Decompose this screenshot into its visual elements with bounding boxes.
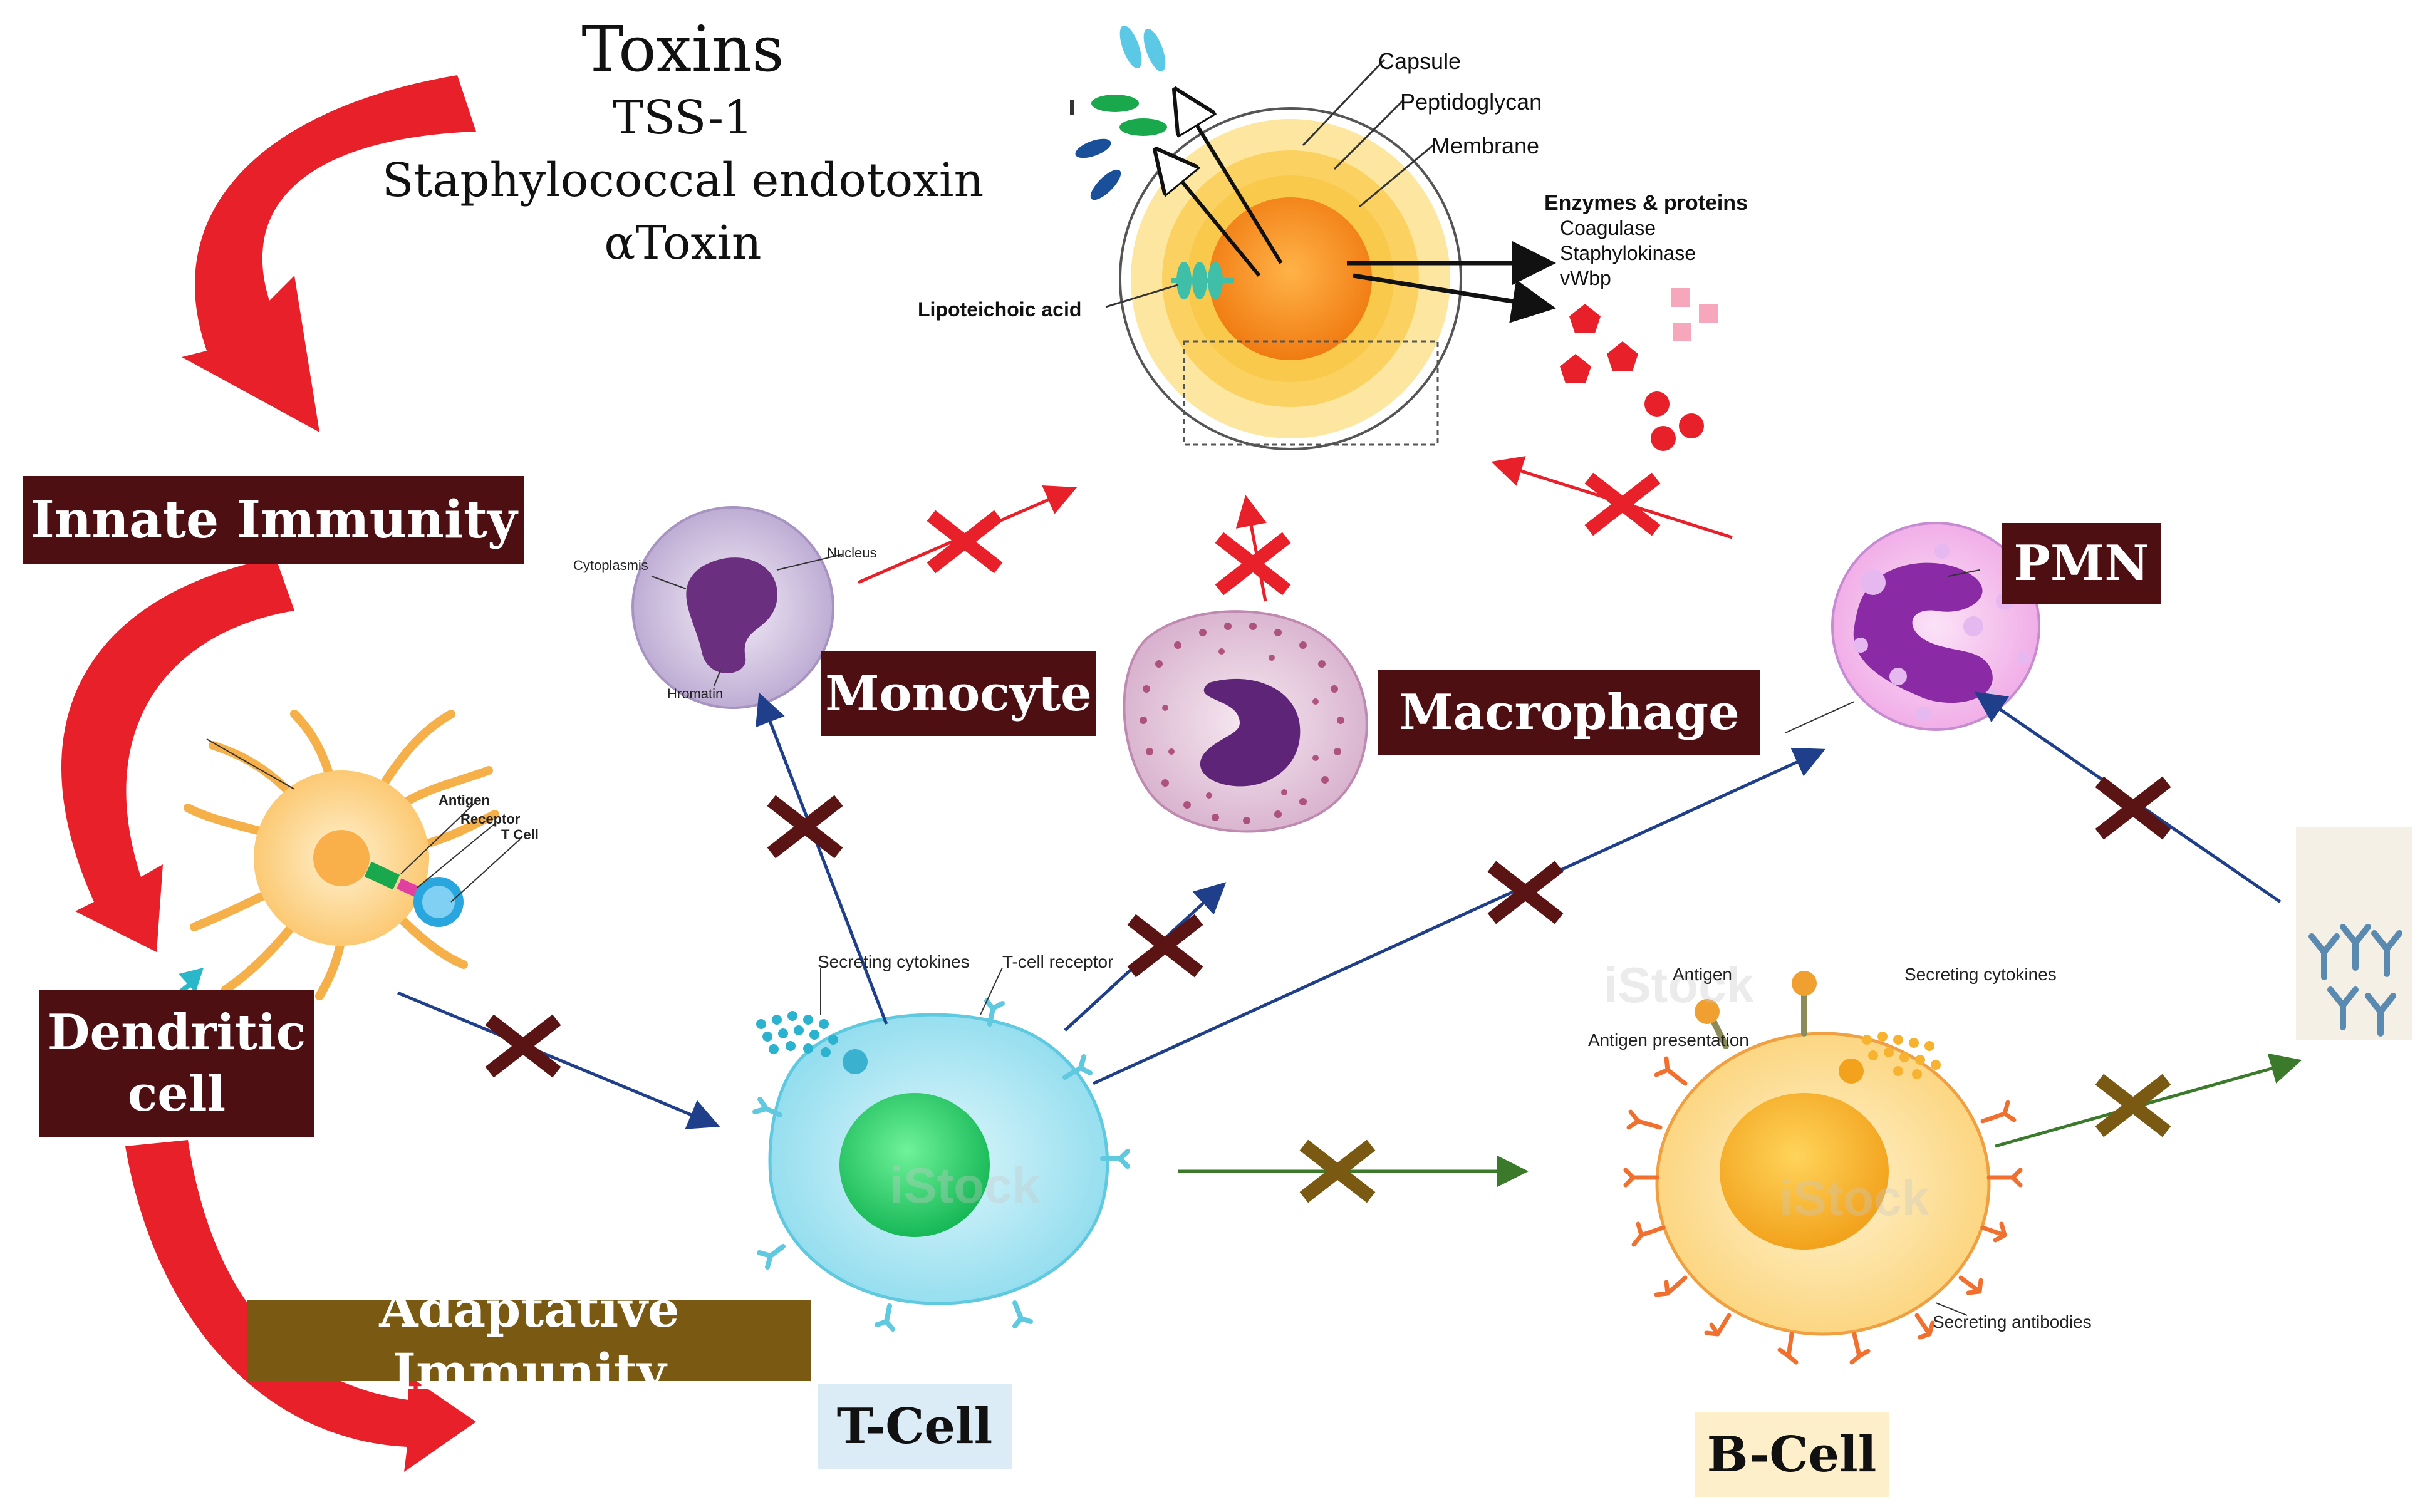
tcell-to-monocyte-arrow <box>756 692 888 1025</box>
macrophage-label: Macrophage <box>1378 670 1760 755</box>
monocyte-nucleus-label: Nucleus <box>827 545 876 561</box>
watermark-text: iStock <box>1779 1170 1930 1226</box>
b-cell-antibodies <box>1623 1056 2023 1365</box>
dendritic-receptor-label: Receptor <box>460 811 521 827</box>
toxins-list: Toxins TSS-1 Staphylococcal endotoxin αT… <box>351 13 1015 274</box>
innate-immunity-label: Innate Immunity <box>23 476 524 564</box>
tcell-to-pmn-arrow <box>1092 747 1826 1085</box>
t-cell-label: T-Cell <box>818 1384 1012 1469</box>
macrophage-granules <box>1140 623 1344 824</box>
bcell-secreting-label: Secreting cytokines <box>1904 965 2057 984</box>
b-cell-cytokines <box>1862 1032 1941 1079</box>
watermark-text: iStock <box>890 1157 1041 1213</box>
pmn-illustration <box>1785 522 2040 733</box>
bcell-antigen-label: Antigen <box>1673 965 1732 984</box>
tcell-receptor-label: T-cell receptor <box>1002 952 1113 971</box>
blocked-tcell-bcell-x <box>1299 1139 1376 1203</box>
blocked-tcell-monocyte-x <box>767 795 843 859</box>
monocyte-cytoplasm-label: Cytoplasmis <box>573 557 648 573</box>
lipoteichoic-acid-icon <box>1171 262 1234 299</box>
dendritic-cell-illustration <box>174 710 521 1000</box>
blocked-marks <box>485 472 2171 1203</box>
b-cell-illustration <box>1623 971 2023 1365</box>
t-cell-illustration <box>752 967 1130 1332</box>
innate-curved-arrow <box>182 75 476 432</box>
blocked-bcell-antibodies-x <box>2095 1074 2171 1137</box>
blocked-tcell-macrophage-x <box>1127 914 1203 978</box>
blocked-macrophage-x <box>1215 532 1291 596</box>
enzymes-title: Enzymes & proteins <box>1544 191 1748 215</box>
dendritic-label-line2: cell <box>127 1065 226 1122</box>
dendritic-label-line1: Dendritic <box>47 1004 306 1061</box>
t-cell-cytokines <box>756 1011 838 1057</box>
toxin-molecules-icon <box>1070 25 1167 200</box>
monocyte-illustration <box>570 501 865 727</box>
monocyte-label: Monocyte <box>821 651 1096 736</box>
blocked-monocyte-x <box>927 510 1003 574</box>
toxins-title: Toxins <box>581 13 784 86</box>
pmn-label: PMN <box>2002 523 2161 604</box>
bcell-presentation-label: Antigen presentation <box>1588 1030 1749 1050</box>
watermark-text: iStock <box>1604 957 1755 1013</box>
blocked-tcell-pmn-x <box>1487 861 1564 924</box>
adaptive-immunity-label: Adaptative Immunity <box>247 1280 811 1401</box>
enzyme-vwbp: vWbp <box>1560 267 1611 289</box>
capsule-label: Capsule <box>1378 48 1461 74</box>
tcell-secreting-label: Secreting cytokines <box>818 952 970 971</box>
dendritic-cell-label: Dendritic cell <box>39 990 314 1137</box>
antibodies-illustration <box>2296 827 2412 1040</box>
blocked-dendritic-tcell-x <box>485 1014 561 1078</box>
dendritic-antigen-label: Antigen <box>439 792 490 808</box>
enzyme-molecules-icon <box>1560 288 1718 451</box>
dendritic-to-tcell-arrow <box>397 991 720 1129</box>
macrophage-illustration <box>1123 610 1368 833</box>
dendritic-to-adaptive-curved-arrow <box>125 1140 476 1472</box>
enzyme-coagulase: Coagulase <box>1560 217 1656 239</box>
innate-to-dendritic-curved-arrow <box>61 557 294 952</box>
macrophage-to-bacterium-arrow <box>1235 495 1267 602</box>
toxin-endotoxin: Staphylococcal endotoxin <box>382 153 984 207</box>
enzyme-staphylokinase: Staphylokinase <box>1560 242 1696 264</box>
toxin-alpha: αToxin <box>604 216 762 270</box>
blocked-antibodies-pmn-x <box>2095 776 2171 840</box>
monocyte-chromatin-label: Hromatin <box>667 686 723 702</box>
dendritic-tcell-label: T Cell <box>501 827 539 842</box>
flow-arrows <box>397 456 2302 1187</box>
peptidoglycan-label: Peptidoglycan <box>1400 89 1542 115</box>
blocked-pmn-x <box>1584 472 1661 536</box>
bacterium <box>1105 58 1556 450</box>
bcell-antibodies-label: Secreting antibodies <box>1933 1312 2092 1332</box>
b-cell-label: B-Cell <box>1695 1412 1889 1497</box>
lipoteichoic-acid-label: Lipoteichoic acid <box>918 298 1081 321</box>
toxin-tss1: TSS-1 <box>612 91 754 145</box>
membrane-label: Membrane <box>1431 133 1539 158</box>
